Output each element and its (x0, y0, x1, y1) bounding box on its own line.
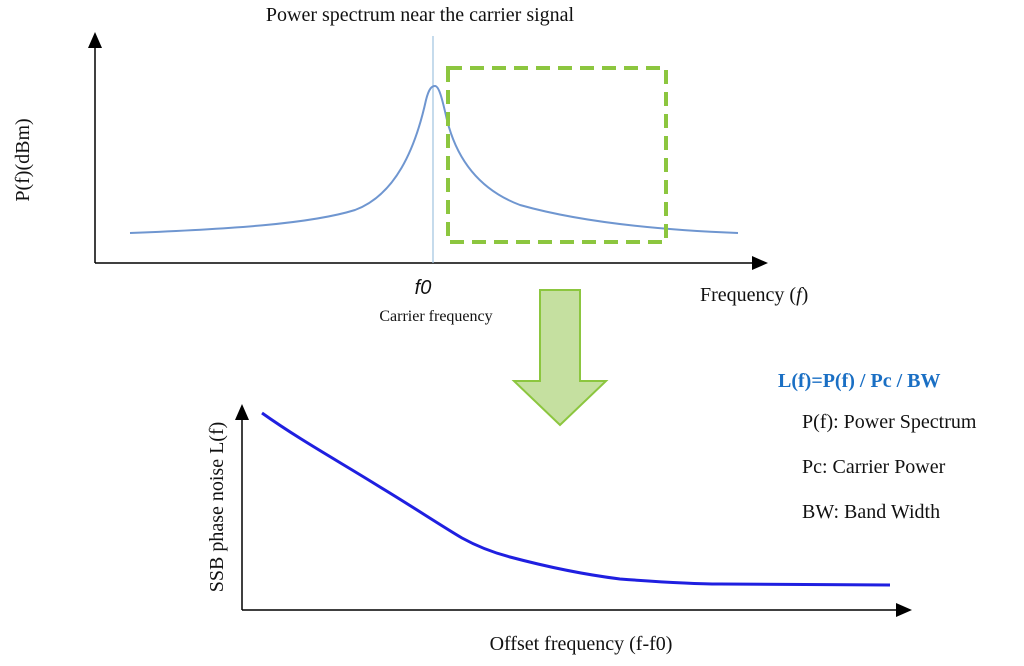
bottom-y-axis-arrowhead (235, 404, 249, 420)
formula-legend: L(f)=P(f) / Pc / BW P(f): Power Spectrum… (778, 370, 1024, 546)
phase-noise-formula: L(f)=P(f) / Pc / BW (778, 370, 941, 392)
top-chart-title: Power spectrum near the carrier signal (266, 4, 575, 26)
bottom-chart-ylabel: SSB phase noise L(f) (206, 422, 228, 593)
carrier-frequency-label: f0 (415, 277, 432, 299)
top-chart-xlabel-text: Frequency ( (700, 284, 796, 306)
bottom-chart-xlabel: Offset frequency (f-f0) (490, 633, 673, 655)
ssb-phase-noise-curve (261, 411, 891, 587)
offset-region-highlight (446, 66, 668, 244)
legend-item-carrier-power: Pc: Carrier Power (802, 456, 946, 478)
legend-item-band-width: BW: Band Width (802, 501, 941, 523)
top-chart-ylabel: P(f)(dBm) (12, 118, 34, 201)
top-chart-xlabel: Frequency (f) (700, 284, 808, 306)
top-y-axis-arrowhead (88, 32, 102, 48)
down-arrow-icon (511, 289, 609, 427)
top-chart-xlabel-close: ) (802, 284, 809, 306)
top-x-axis-arrowhead (752, 256, 768, 270)
power-spectrum-curve (129, 84, 739, 234)
bottom-x-axis-arrowhead (896, 603, 912, 617)
carrier-frequency-caption: Carrier frequency (379, 308, 492, 325)
top-chart-xlabel-var: f (796, 284, 804, 306)
legend-item-power-spectrum: P(f): Power Spectrum (802, 411, 977, 433)
